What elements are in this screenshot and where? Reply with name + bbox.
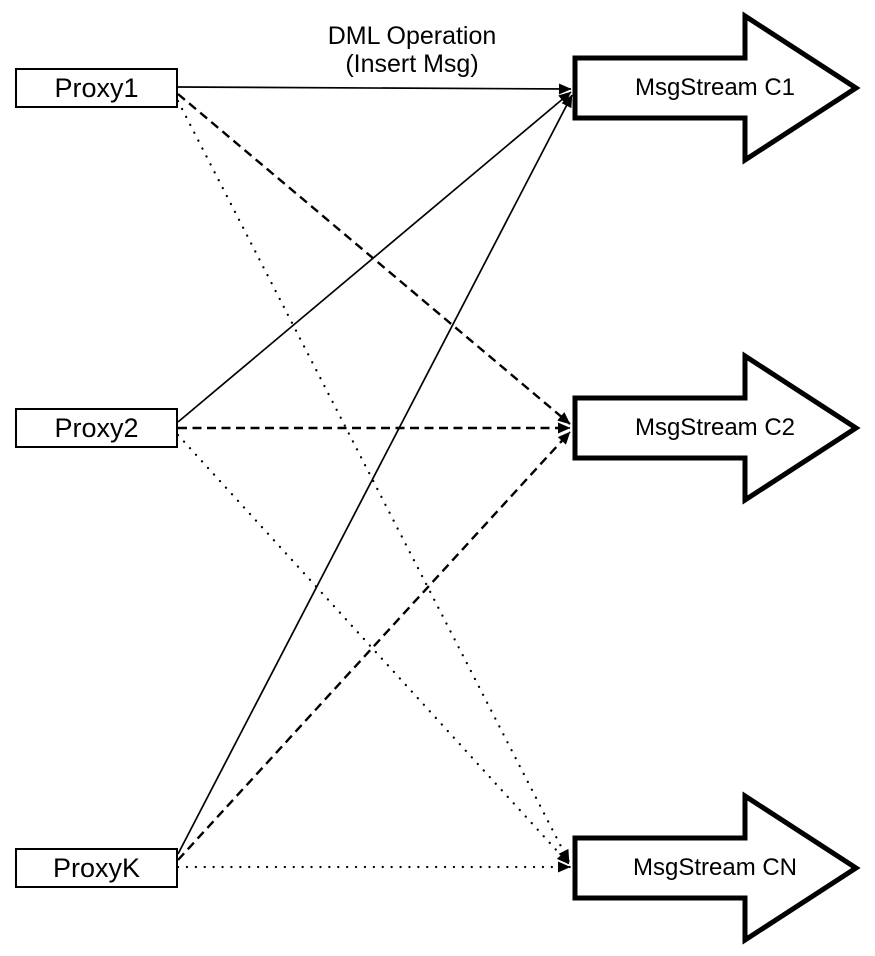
- msgstream-c2-label: MsgStream C2: [634, 414, 796, 441]
- edge-proxy2-to-cn-dotted: [176, 433, 571, 866]
- edge-proxy1-to-cn-dotted: [176, 99, 571, 864]
- proxyk-label: ProxyK: [52, 852, 141, 883]
- msgstream-cn-label: MsgStream CN: [632, 854, 798, 881]
- annotation-line-2: (Insert Msg): [345, 50, 479, 79]
- proxy1-box: Proxy1: [15, 68, 178, 108]
- edge-proxyk-to-c1-solid: [177, 94, 573, 855]
- dml-operation-annotation: DML Operation (Insert Msg): [287, 22, 537, 79]
- proxy1-label: Proxy1: [54, 72, 139, 103]
- msgstream-cn-arrow-shape: [572, 791, 861, 945]
- annotation-line-1: DML Operation: [327, 22, 497, 50]
- edge-proxy1-to-c1-solid: [177, 83, 572, 95]
- edge-proxyk-to-c2-dashed: [177, 431, 571, 861]
- msgstream-c1-arrow-shape: [572, 11, 861, 165]
- edge-proxy1-to-c2-dashed: [177, 93, 571, 425]
- edge-proxy2-to-c1-solid: [177, 91, 572, 423]
- proxy2-label: Proxy2: [54, 412, 139, 443]
- proxyk-box: ProxyK: [15, 848, 178, 888]
- msgstream-c1-label: MsgStream C1: [634, 74, 796, 101]
- msgstream-c2-arrow-shape: [572, 351, 861, 505]
- proxy2-box: Proxy2: [15, 408, 178, 448]
